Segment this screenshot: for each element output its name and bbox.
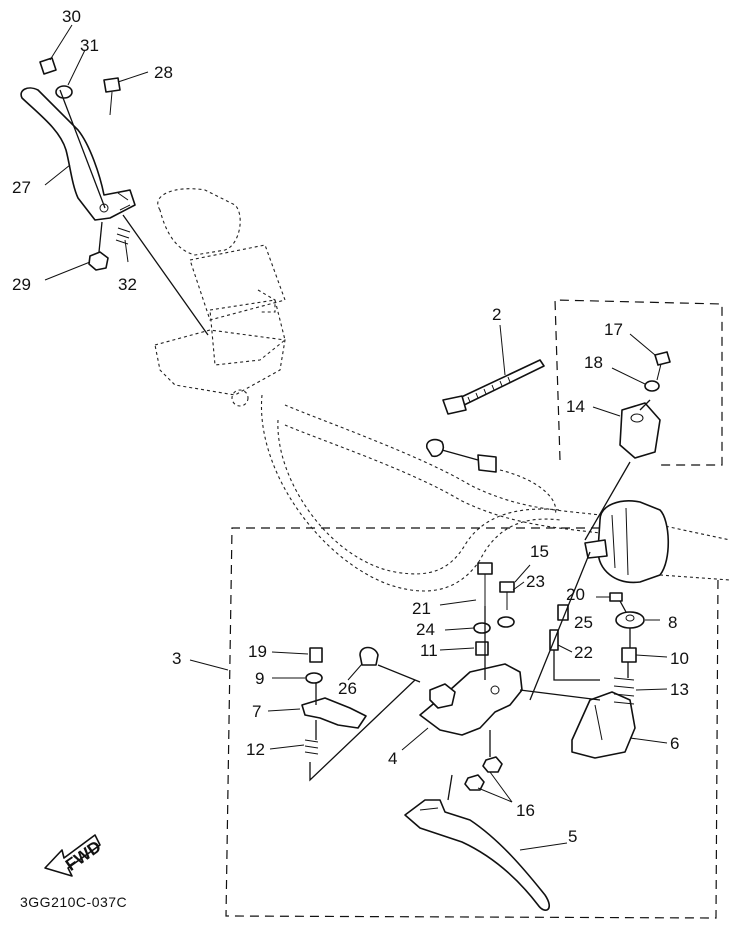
part-32-spring xyxy=(115,227,131,245)
callout-leaders xyxy=(44,24,668,851)
part-18-washer xyxy=(644,380,660,392)
leader-lines xyxy=(309,399,651,801)
callout-23: 23 xyxy=(526,572,545,591)
callout-8: 8 xyxy=(668,613,677,632)
handlebar-outline xyxy=(260,394,731,592)
callout-26: 26 xyxy=(338,679,357,698)
callout-31: 31 xyxy=(80,36,99,55)
callout-30: 30 xyxy=(62,7,81,26)
part-6-brake-switch xyxy=(571,691,636,759)
fwd-arrow-icon: FWD xyxy=(44,834,105,877)
callout-22: 22 xyxy=(574,643,593,662)
group-box-right-switch xyxy=(554,299,723,466)
part-20-screw xyxy=(609,592,623,602)
part-8-washer xyxy=(615,611,645,629)
callout-32: 32 xyxy=(118,275,137,294)
callout-4: 4 xyxy=(388,749,397,768)
callout-13: 13 xyxy=(670,680,689,699)
group-box-lever-assembly xyxy=(225,527,719,919)
callout-10: 10 xyxy=(670,649,689,668)
callout-9: 9 xyxy=(255,669,264,688)
part-11-bush xyxy=(475,641,489,656)
part-29-nut xyxy=(88,251,109,271)
callout-20: 20 xyxy=(566,585,585,604)
part-16-nut xyxy=(464,756,503,791)
callout-2: 2 xyxy=(492,305,501,324)
part-2-cable-tie xyxy=(442,359,545,415)
part-12-spring xyxy=(304,739,319,755)
callout-15: 15 xyxy=(530,542,549,561)
part-27-lever xyxy=(20,87,136,221)
part-26-cap xyxy=(359,646,379,666)
part-25-pin xyxy=(557,604,569,621)
callout-25: 25 xyxy=(574,613,593,632)
callout-21: 21 xyxy=(412,599,431,618)
part-19-cap xyxy=(309,647,323,663)
diagram-code: 3GG210C-037C xyxy=(20,894,127,910)
part-10-pin xyxy=(621,647,637,663)
part-13-spring xyxy=(613,677,635,705)
callout-29: 29 xyxy=(12,275,31,294)
part-24-washer xyxy=(473,616,515,634)
callout-16: 16 xyxy=(516,801,535,820)
part-23-bolt xyxy=(499,581,515,610)
callout-6: 6 xyxy=(670,734,679,753)
callout-19: 19 xyxy=(248,642,267,661)
part-17-screw xyxy=(654,351,671,381)
callout-27: 27 xyxy=(12,178,31,197)
callout-5: 5 xyxy=(568,827,577,846)
callout-17: 17 xyxy=(604,320,623,339)
part-30-bolt xyxy=(39,57,57,75)
part-28-bolt xyxy=(103,77,121,116)
callout-12: 12 xyxy=(246,740,265,759)
left-grip-ghost xyxy=(154,188,286,407)
part-4-holder xyxy=(419,663,523,736)
part-14-switch-cover xyxy=(619,402,661,459)
callout-3: 3 xyxy=(172,649,181,668)
part-21-bolt xyxy=(477,562,493,606)
callout-11: 11 xyxy=(420,641,438,660)
switch-housing xyxy=(584,500,670,584)
switch-plug xyxy=(426,438,497,473)
part-7-plate xyxy=(301,697,367,729)
part-31-washer xyxy=(55,85,73,99)
callout-18: 18 xyxy=(584,353,603,372)
callout-7: 7 xyxy=(252,702,261,721)
callout-14: 14 xyxy=(566,397,585,416)
callout-28: 28 xyxy=(154,63,173,82)
part-5-lever xyxy=(404,799,550,911)
part-9-washer xyxy=(305,672,323,684)
callout-labels: 30 31 28 27 29 32 2 17 18 14 15 23 20 21… xyxy=(12,7,689,846)
callout-24: 24 xyxy=(416,620,435,639)
